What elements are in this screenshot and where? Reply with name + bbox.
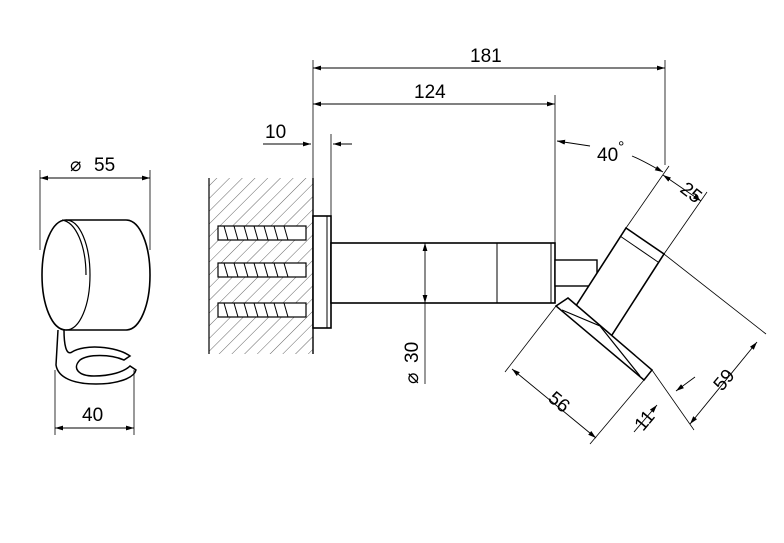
dim-line-holder-offset [633,404,658,433]
dim-diameter-head-symbol: ⌀ [70,155,81,176]
dim-line-holder-height [689,341,758,425]
dim-arm-length: 124 [414,82,446,103]
arm-tube [330,242,556,304]
side-view: ⌀ 30 181 124 10 40 ° 2 [208,46,767,445]
dim-holder-depth: 25 [676,178,706,208]
joint-pin [554,259,598,287]
dim-angle-unit: ° [618,139,624,156]
dim-line-holder-depth [662,174,702,202]
dim-width-head: 40 [82,405,103,426]
dim-holder-length: 56 [544,388,574,418]
head-body-outline [41,219,151,331]
dim-diameter-arm-symbol: ⌀ [402,373,423,384]
dim-diameter-head: 55 [94,155,115,176]
dim-total-length: 181 [470,46,502,67]
dim-angle: 40 [597,145,618,166]
dim-holder-height: 59 [710,366,740,396]
wall-plugs [217,225,307,318]
dim-line-holder-length [511,368,597,439]
head-front-view: ⌀ 55 40 [39,155,151,435]
wall-flange [312,215,332,329]
dim-diameter-arm: 30 [402,342,423,363]
shower-holder [554,226,666,382]
dim-line-angle [556,139,591,147]
dim-flange-thickness: 10 [265,122,286,143]
head-hook [55,329,137,385]
